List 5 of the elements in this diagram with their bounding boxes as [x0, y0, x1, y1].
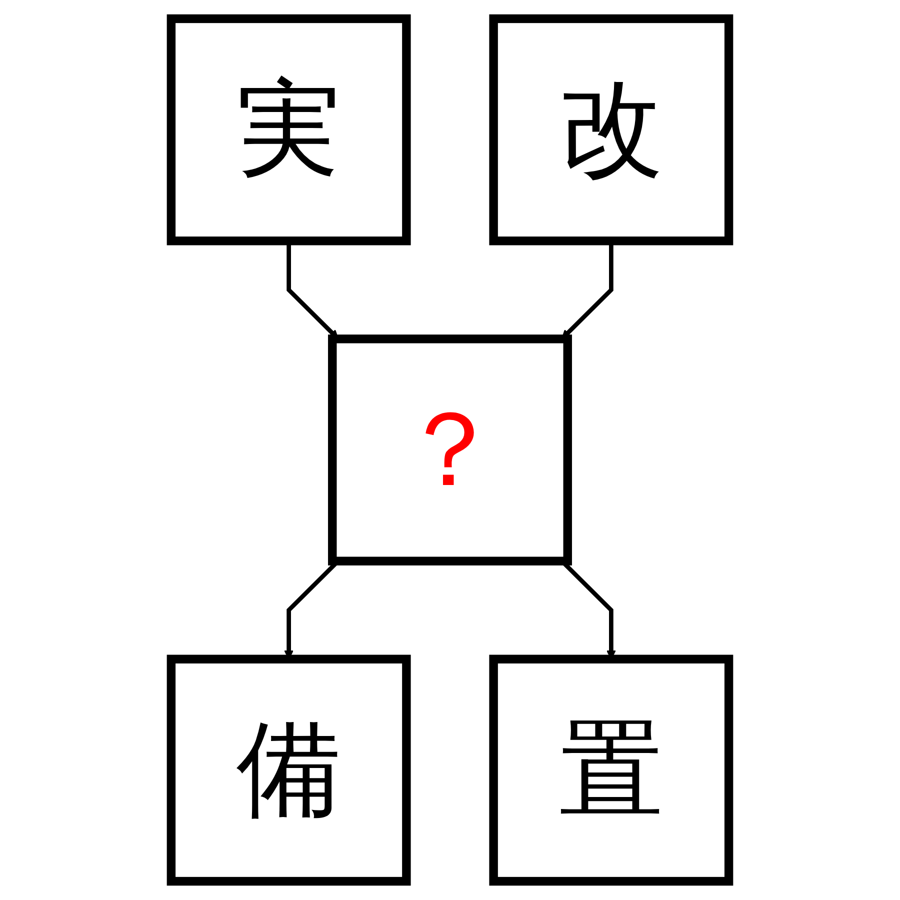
node-box: 置 [489, 654, 734, 886]
node-box: ？ [328, 334, 572, 566]
node-box: 改 [489, 14, 734, 246]
node-box: 実 [166, 14, 411, 246]
node-box: 備 [166, 654, 411, 886]
